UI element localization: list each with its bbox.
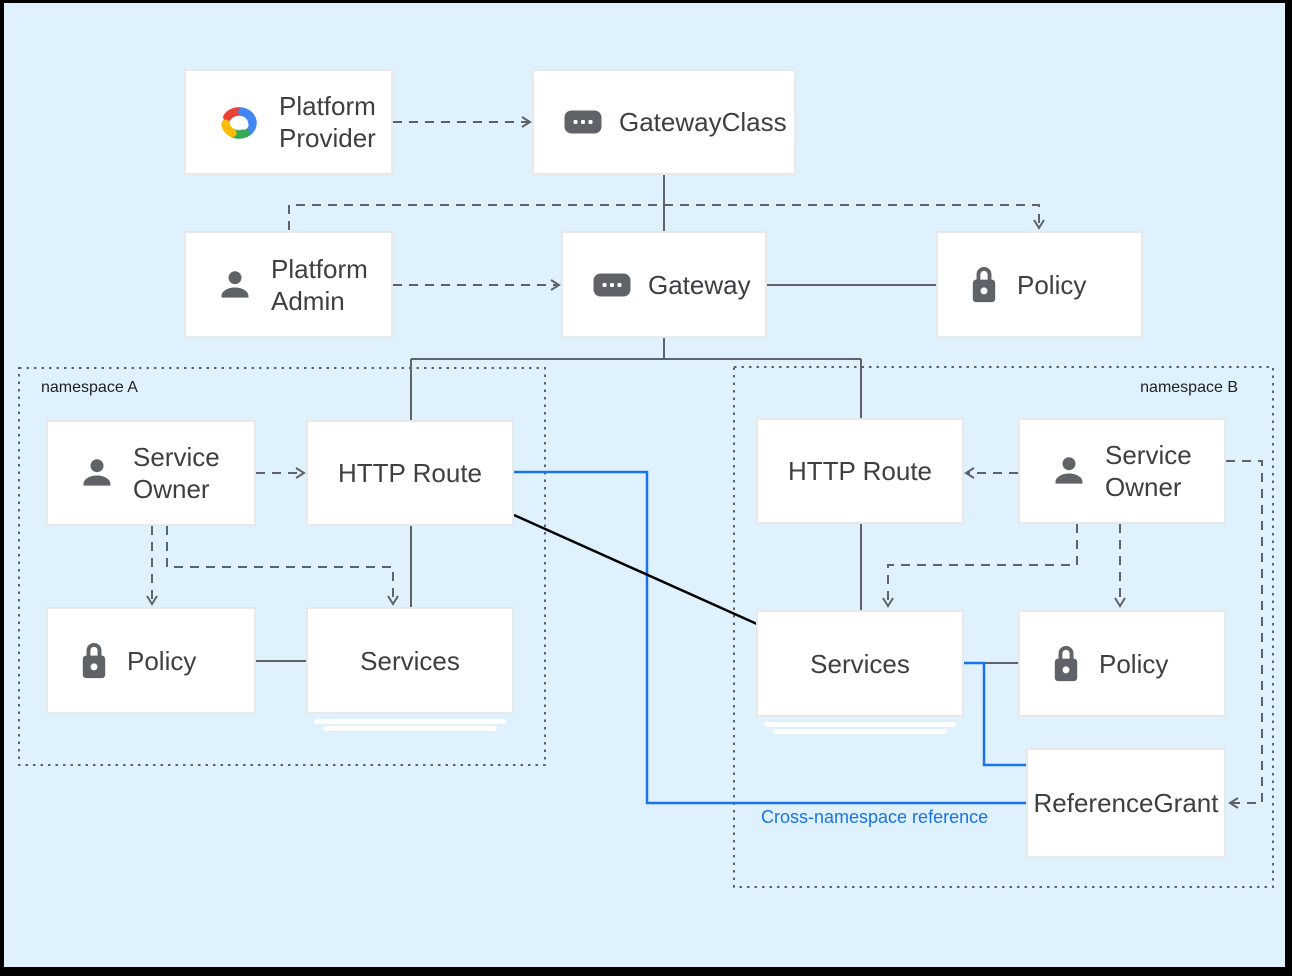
edge-services-b-to-referencegrant — [964, 661, 1026, 767]
lock-icon — [78, 641, 110, 681]
node-service-owner-a: Service Owner — [46, 420, 256, 526]
namespace-a-frame — [18, 367, 546, 766]
node-policy-top: Policy — [936, 231, 1143, 338]
node-label: ReferenceGrant — [1033, 788, 1219, 818]
resource-chip-icon — [564, 110, 602, 134]
lock-icon — [1050, 644, 1082, 684]
node-httproute-a: HTTP Route — [306, 420, 514, 526]
edge-gateway-to-httproutes — [410, 338, 862, 420]
person-icon — [78, 454, 116, 492]
namespace-a-label: namespace A — [41, 379, 138, 396]
node-label: Service Owner — [1105, 440, 1192, 502]
google-cloud-icon — [216, 102, 262, 142]
node-referencegrant: ReferenceGrant — [1026, 748, 1226, 858]
node-platform-admin: Platform Admin — [184, 231, 393, 338]
node-label: Policy — [1099, 648, 1169, 679]
node-gateway: Gateway — [561, 231, 767, 338]
services-b-stack-sheet — [764, 722, 956, 727]
node-services-a: Services — [306, 607, 514, 714]
lock-icon — [968, 265, 1000, 305]
person-icon — [216, 266, 254, 304]
node-policy-a: Policy — [46, 607, 256, 714]
edge-owner-a-to-services-a — [166, 526, 399, 606]
node-label: Policy — [1017, 269, 1087, 300]
resource-chip-icon — [593, 273, 631, 297]
node-label: Platform Admin — [271, 253, 368, 316]
person-icon — [1050, 452, 1088, 490]
node-label: Services — [810, 648, 910, 679]
node-services-b: Services — [756, 610, 964, 717]
edge-cross-namespace-reference — [514, 470, 1026, 805]
edge-owner-b-to-services-b — [882, 524, 1078, 608]
namespace-b-frame — [733, 366, 1274, 888]
connector-layer — [18, 116, 1274, 888]
node-policy-b: Policy — [1018, 610, 1226, 717]
node-label: HTTP Route — [787, 456, 932, 486]
edge-httproute-a-to-services-b — [513, 513, 758, 626]
cross-namespace-reference-label: Cross-namespace reference — [761, 807, 989, 827]
edge-admin-to-policy — [288, 204, 1045, 230]
node-label: Platform Provider — [279, 91, 376, 153]
edge-owner-b-to-referencegrant — [1226, 460, 1263, 809]
node-service-owner-b: Service Owner — [1018, 418, 1226, 524]
namespace-b-label: namespace B — [1140, 379, 1238, 396]
node-label: Gateway — [648, 269, 751, 300]
node-label: GatewayClass — [619, 107, 787, 137]
services-b-stack-sheet — [773, 729, 947, 734]
node-gatewayclass: GatewayClass — [532, 69, 796, 175]
node-label: HTTP Route — [337, 458, 482, 488]
services-a-stack-sheet — [314, 719, 506, 724]
services-a-stack-sheet — [323, 726, 497, 731]
node-label: Services — [360, 645, 460, 676]
node-label: Policy — [127, 645, 197, 676]
node-platform-provider: Platform Provider — [184, 69, 393, 175]
node-httproute-b: HTTP Route — [756, 418, 964, 524]
node-label: Service Owner — [133, 442, 220, 504]
